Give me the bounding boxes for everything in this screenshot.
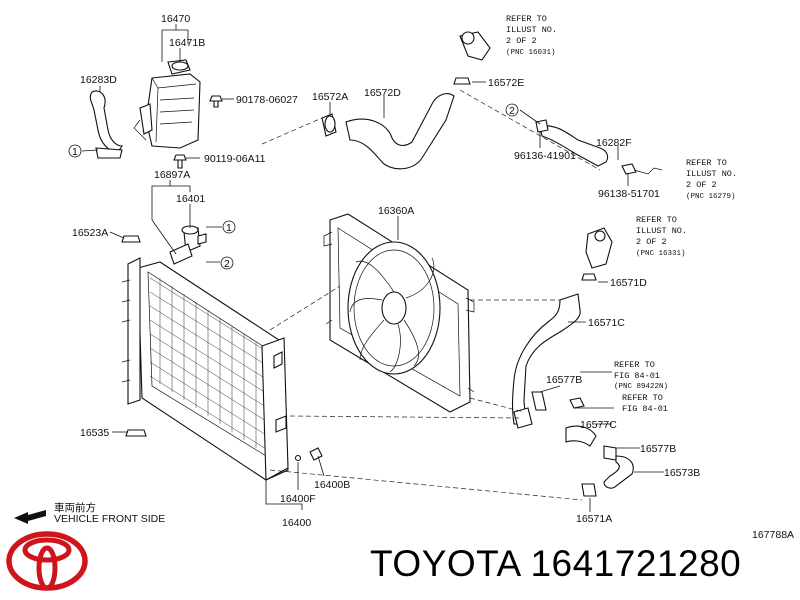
- circle-markers: 1 2 1 2: [68, 103, 519, 270]
- reference-note-3: REFER TO ILLUST NO. 2 OF 2 (PNC 16331): [636, 215, 687, 258]
- marker-1-neck: 1: [226, 222, 232, 234]
- brand-part-number: TOYOTA 1641721280: [370, 543, 742, 584]
- marker-2-neck: 2: [224, 258, 230, 270]
- oring-16400f: [294, 454, 302, 462]
- ref3-line4: (PNC 16331): [636, 250, 686, 258]
- callout-16572a: 16572A: [312, 91, 348, 103]
- ref4-line3: (PNC 89422N): [614, 383, 668, 391]
- lower-hose-drawing: [511, 293, 581, 429]
- reference-note-1: REFER TO ILLUST NO. 2 OF 2 (PNC 16031): [506, 14, 557, 57]
- reservoir-tank-drawing: [133, 59, 201, 149]
- callout-90178-06027: 90178-06027: [236, 94, 298, 106]
- callout-16897a: 16897A: [154, 169, 190, 181]
- callout-96138-51701: 96138-51701: [598, 188, 660, 200]
- callout-16401: 16401: [176, 193, 205, 205]
- callout-labels: 16470 16471B 16283D 90178-06027 90119-06…: [72, 13, 700, 529]
- callout-16471b: 16471B: [169, 37, 205, 49]
- callout-16572d: 16572D: [364, 87, 401, 99]
- hose-16283d-drawing: [89, 90, 124, 159]
- bypass-hose-drawing: [535, 119, 663, 175]
- callout-16360a: 16360A: [378, 205, 414, 217]
- ref2-line2: ILLUST NO.: [686, 169, 737, 179]
- ref3-line1: REFER TO: [636, 215, 677, 225]
- front-label-en: VEHICLE FRONT SIDE: [54, 513, 165, 525]
- callout-16400b: 16400B: [314, 479, 350, 491]
- callout-16283d: 16283D: [80, 74, 117, 86]
- routing-lines: [261, 89, 601, 501]
- reference-note-2: REFER TO ILLUST NO. 2 OF 2 (PNC 16279): [686, 158, 737, 201]
- callout-96136-41901: 96136-41901: [514, 150, 576, 162]
- callout-90119-06a11: 90119-06A11: [204, 153, 266, 165]
- illustration-number: 167788A: [752, 529, 794, 541]
- bolt-90119: [173, 154, 187, 169]
- reference-note-5: REFER TO FIG 84-01: [622, 393, 668, 414]
- callout-16572e: 16572E: [488, 77, 524, 89]
- hose-16573b: [603, 455, 634, 489]
- callout-16400: 16400: [282, 517, 311, 529]
- ref1-line3: 2 OF 2: [506, 36, 537, 46]
- ref5-line2: FIG 84-01: [622, 404, 668, 414]
- ref1-line1: REFER TO: [506, 14, 547, 24]
- upper-hose-drawing: [321, 93, 455, 170]
- bolt-90178: [209, 95, 223, 108]
- callout-16577b-lower: 16577B: [640, 443, 676, 455]
- callout-16571c: 16571C: [588, 317, 625, 329]
- ref3-line2: ILLUST NO.: [636, 226, 687, 236]
- callout-16470: 16470: [161, 13, 190, 25]
- callout-16535: 16535: [80, 427, 109, 439]
- ref4-line2: FIG 84-01: [614, 371, 660, 381]
- vehicle-front-indicator: 車両前方 VEHICLE FRONT SIDE: [14, 501, 165, 525]
- ref2-line1: REFER TO: [686, 158, 727, 168]
- ref3-line3: 2 OF 2: [636, 237, 667, 247]
- filler-neck-drawing: [169, 225, 207, 265]
- callout-16577b-upper: 16577B: [546, 374, 582, 386]
- ref1-line2: ILLUST NO.: [506, 25, 557, 35]
- toyota-logo: [6, 531, 88, 591]
- reference-note-4: REFER TO FIG 84-01 (PNC 89422N): [614, 360, 668, 391]
- hose-16577c: [565, 425, 597, 447]
- callout-16573b: 16573B: [664, 467, 700, 479]
- callout-16282f: 16282F: [596, 137, 632, 149]
- thermostat-housing-drawing: [581, 227, 613, 281]
- ref2-line4: (PNC 16279): [686, 193, 736, 201]
- cap-16535: [125, 429, 147, 437]
- sensor-ref4: [569, 397, 585, 409]
- ref5-line1: REFER TO: [622, 393, 663, 403]
- cap-16523a: [121, 235, 141, 243]
- callout-16571d: 16571D: [610, 277, 647, 289]
- callout-16571a: 16571A: [576, 513, 612, 525]
- marker-1-left: 1: [72, 146, 78, 158]
- callout-16523a: 16523A: [72, 227, 108, 239]
- marker-2-right: 2: [509, 105, 515, 117]
- clamp-16577b-upper: [531, 391, 547, 411]
- clamp-16571a: [581, 483, 597, 497]
- clamp-16577b-lower: [603, 445, 617, 461]
- ref1-line4: (PNC 16031): [506, 49, 556, 57]
- water-outlet-drawing: [453, 31, 491, 85]
- front-label-jp: 車両前方: [54, 501, 96, 514]
- radiator-drawing: [121, 257, 289, 481]
- fan-shroud-drawing: [323, 213, 475, 413]
- plug-16400b: [309, 447, 323, 461]
- callout-16400f: 16400F: [280, 493, 316, 505]
- leader-lines: [81, 24, 664, 512]
- callout-16577c: 16577C: [580, 419, 617, 431]
- ref4-line1: REFER TO: [614, 360, 655, 370]
- front-arrow-icon: [14, 510, 46, 524]
- ref2-line3: 2 OF 2: [686, 180, 717, 190]
